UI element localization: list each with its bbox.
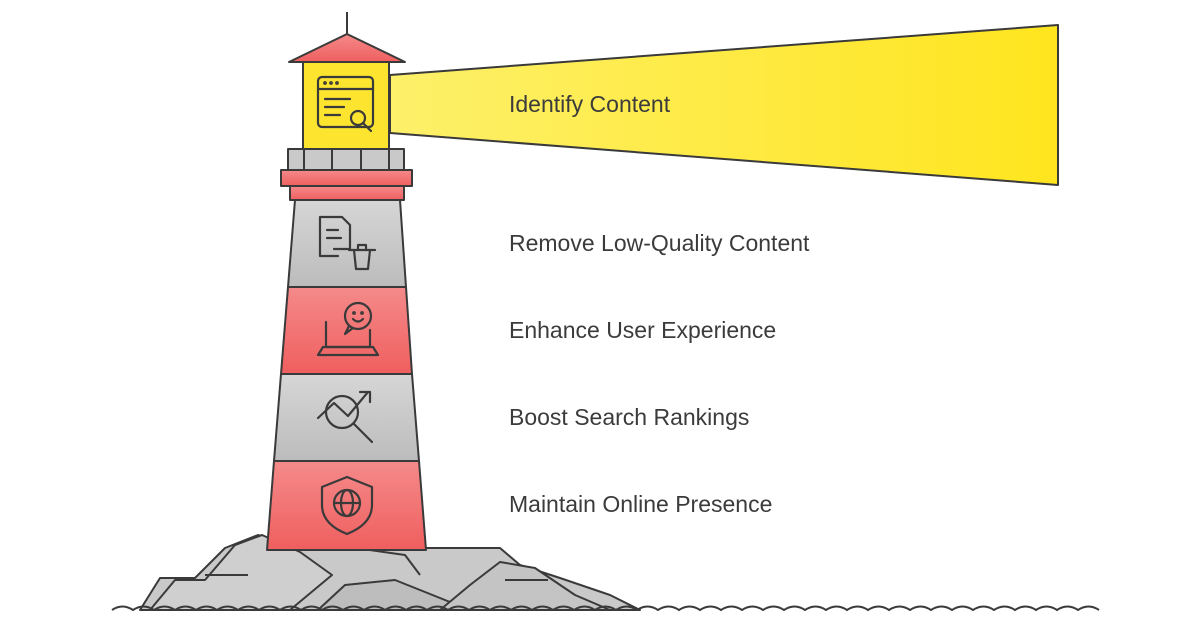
content-search-icon: [316, 75, 375, 133]
tower-band-maintain: [266, 460, 427, 551]
step-label-maintain: Maintain Online Presence: [509, 491, 772, 517]
step-label-boost: Boost Search Rankings: [509, 404, 749, 430]
step-label-enhance: Enhance User Experience: [509, 317, 776, 343]
roof: [288, 33, 406, 63]
gallery-deck: [280, 148, 413, 201]
light-beam: [389, 24, 1059, 186]
rocks: [139, 534, 641, 611]
laptop-chat-icon: [316, 301, 380, 357]
globe-shield-icon: [320, 475, 374, 536]
sea-waves: [111, 605, 1100, 611]
tower-band-remove: [287, 199, 407, 288]
lamp-room: [302, 61, 390, 150]
step-label-remove: Remove Low-Quality Content: [509, 230, 810, 256]
document-delete-icon: [318, 215, 377, 271]
tower-band-boost: [273, 373, 420, 462]
step-label-identify: Identify Content: [509, 91, 671, 117]
trend-search-icon: [316, 390, 374, 444]
